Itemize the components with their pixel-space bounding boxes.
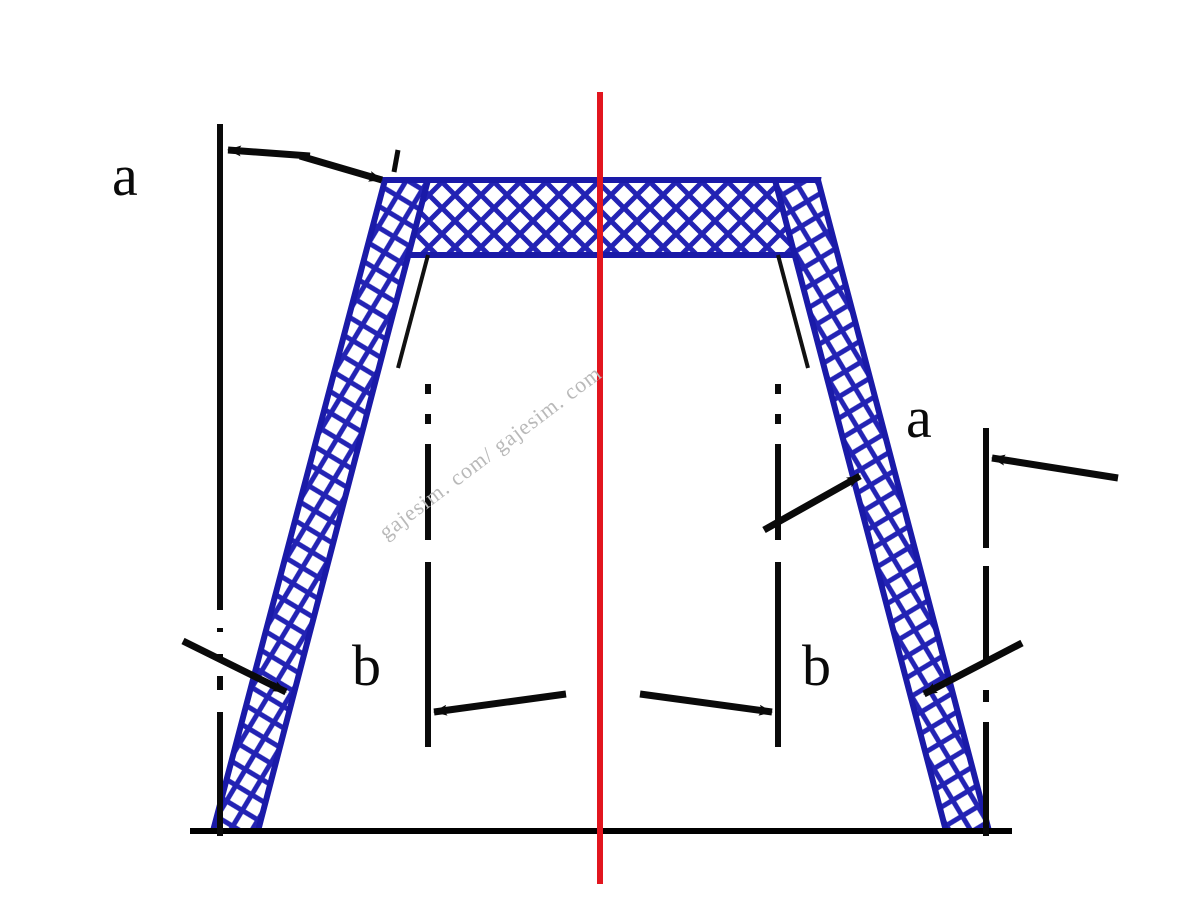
- extension-lines: [217, 124, 989, 836]
- right-lower-wall-leader-arrow: [922, 639, 1024, 698]
- dimension-arrows: [181, 145, 1119, 716]
- label-a-top-left: a: [112, 143, 138, 208]
- label-a-right: a: [906, 385, 932, 450]
- inner-right-edge: [776, 254, 810, 369]
- right-b-arrow: [639, 690, 773, 716]
- left-b-arrow: [433, 690, 567, 716]
- watermark: gajesim. com/ gajesim. com: [374, 360, 606, 544]
- section-walls: [209, 177, 993, 834]
- right-wall-leader-arrow: [762, 472, 862, 534]
- inner-left-edge: [396, 254, 430, 369]
- corner-tick: [391, 149, 401, 173]
- label-b-right: b: [802, 633, 831, 698]
- left-wall: [209, 177, 432, 834]
- top-a-arrow-right: [299, 152, 383, 184]
- left-wall-leader-arrow: [181, 637, 288, 696]
- top-a-arrow-left: [227, 145, 311, 160]
- right-a-arrow: [991, 454, 1119, 482]
- label-b-left: b: [352, 633, 381, 698]
